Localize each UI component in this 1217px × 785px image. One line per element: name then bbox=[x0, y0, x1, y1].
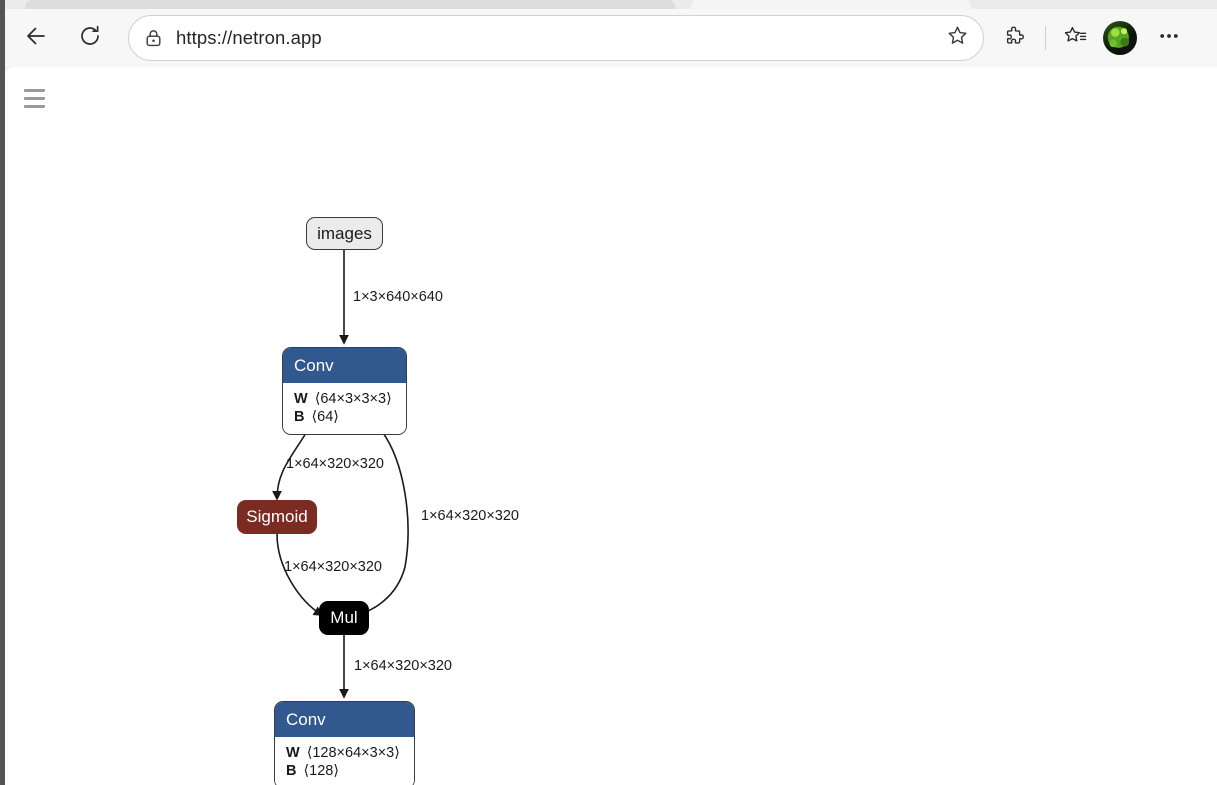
node-params: W ⟨128×64×3×3⟩ B ⟨128⟩ bbox=[275, 737, 414, 785]
node-param-row: B ⟨128⟩ bbox=[275, 762, 414, 780]
param-value: ⟨64⟩ bbox=[311, 409, 339, 425]
address-bar[interactable]: https://netron.app bbox=[128, 15, 984, 61]
edge-paths bbox=[272, 250, 409, 699]
graph-node-images[interactable]: images bbox=[306, 217, 383, 250]
extensions-button[interactable] bbox=[998, 20, 1034, 56]
tab-strip bbox=[5, 0, 1217, 9]
graph-node-conv-2[interactable]: Conv W ⟨128×64×3×3⟩ B ⟨128⟩ bbox=[274, 701, 415, 785]
node-label: Conv bbox=[286, 709, 326, 729]
node-label: Sigmoid bbox=[246, 507, 308, 526]
node-param-row: W ⟨64×3×3×3⟩ bbox=[283, 390, 406, 408]
reload-button[interactable] bbox=[70, 18, 110, 58]
graph-node-conv-1[interactable]: Conv W ⟨64×3×3×3⟩ B ⟨64⟩ bbox=[282, 347, 407, 435]
edge-conv1-to-sigmoid bbox=[272, 429, 309, 501]
more-options-button[interactable] bbox=[1151, 20, 1187, 56]
reload-icon bbox=[78, 24, 102, 53]
node-param-row: B ⟨64⟩ bbox=[283, 408, 406, 426]
graph-edges-canvas bbox=[272, 250, 409, 699]
graph-node-mul[interactable]: Mul bbox=[319, 601, 369, 635]
node-label: images bbox=[317, 223, 372, 243]
browser-toolbar: https://netron.app bbox=[5, 9, 1217, 67]
url-text[interactable]: https://netron.app bbox=[176, 27, 322, 48]
param-value: ⟨64×3×3×3⟩ bbox=[314, 391, 392, 407]
param-value: ⟨128⟩ bbox=[303, 763, 339, 779]
star-outline-icon bbox=[946, 24, 969, 52]
param-key: W bbox=[286, 745, 300, 761]
node-header: Conv bbox=[283, 348, 406, 383]
avatar[interactable] bbox=[1103, 21, 1137, 55]
edge-conv1-to-mul bbox=[350, 429, 409, 620]
param-value: ⟨128×64×3×3⟩ bbox=[306, 745, 400, 761]
lock-icon bbox=[144, 28, 163, 48]
netron-app-page: images Conv W ⟨64×3×3×3⟩ B ⟨64⟩ Sigmoid bbox=[5, 67, 1217, 785]
back-button[interactable] bbox=[16, 18, 56, 58]
node-label: Mul bbox=[330, 608, 358, 627]
edge-label-mul-conv2: 1×64×320×320 bbox=[354, 658, 452, 674]
back-arrow-icon bbox=[23, 23, 49, 54]
node-header: Conv bbox=[275, 702, 414, 737]
param-key: B bbox=[286, 763, 297, 779]
param-key: B bbox=[294, 409, 305, 425]
node-param-row: W ⟨128×64×3×3⟩ bbox=[275, 744, 414, 762]
node-label: Conv bbox=[294, 355, 334, 375]
hamburger-menu-icon[interactable] bbox=[24, 84, 52, 112]
collections-star-icon bbox=[1063, 24, 1088, 53]
edge-label-conv1-mul: 1×64×320×320 bbox=[421, 508, 519, 524]
browser-tab-1[interactable] bbox=[25, 0, 675, 9]
ellipsis-icon bbox=[1157, 24, 1181, 53]
edge-label-sigmoid-mul: 1×64×320×320 bbox=[284, 559, 382, 575]
browser-tab-2[interactable] bbox=[691, 0, 971, 9]
node-params: W ⟨64×3×3×3⟩ B ⟨64⟩ bbox=[283, 383, 406, 434]
graph-node-sigmoid[interactable]: Sigmoid bbox=[237, 500, 317, 534]
edge-label-images-conv1: 1×3×640×640 bbox=[353, 289, 443, 305]
edge-sigmoid-to-mul bbox=[276, 533, 324, 616]
toolbar-divider bbox=[1045, 26, 1046, 50]
window-left-edge bbox=[0, 0, 5, 785]
browser-tab-3[interactable] bbox=[983, 0, 1213, 9]
favorite-button[interactable] bbox=[940, 21, 974, 55]
puzzle-piece-icon bbox=[1004, 24, 1028, 53]
param-key: W bbox=[294, 391, 308, 407]
collections-button[interactable] bbox=[1057, 20, 1093, 56]
edge-label-conv1-sigmoid: 1×64×320×320 bbox=[286, 456, 384, 472]
